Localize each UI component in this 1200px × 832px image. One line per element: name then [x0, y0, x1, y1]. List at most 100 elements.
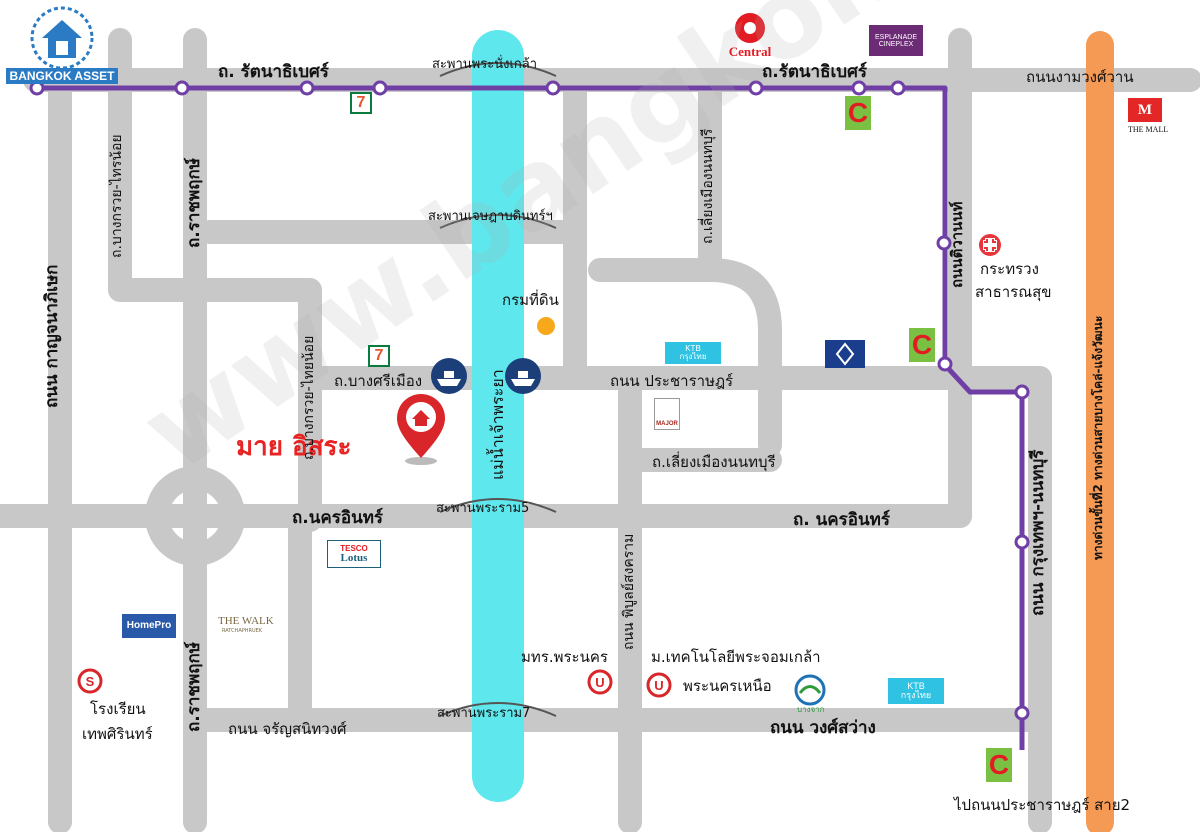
- label-to-prachaorat-2: ไปถนนประชาราษฎร์ สาย2: [954, 796, 1131, 814]
- central-logo: Central: [728, 43, 772, 59]
- label-bridge-rama5: สะพานพระราม5: [436, 501, 530, 516]
- label-liang-mueang-north: ถ.เลี่ยงเมืองนนทบุรี: [700, 128, 716, 244]
- tesco-lotus-logo: TESCO Lotus: [327, 540, 381, 568]
- school-icon: [77, 668, 103, 694]
- station-9: [936, 235, 952, 251]
- bangkok-asset-brand: BANGKOK ASSET: [6, 68, 118, 84]
- esplanade-logo-line2: CINEPLEX: [878, 40, 914, 48]
- station-6: [748, 80, 764, 96]
- station-3: [299, 80, 315, 96]
- the-walk-logo: THE WALK: [218, 615, 274, 627]
- esplanade-logo-line1: ESPLANADE: [874, 33, 918, 41]
- the-mall-logo: M: [1128, 98, 1162, 122]
- label-nakhon-in-west: ถ.นครอินทร์: [292, 508, 384, 528]
- ferry-icon-east: [505, 358, 541, 394]
- station-2: [174, 80, 190, 96]
- seven-eleven-logo-top: 7: [350, 92, 372, 114]
- tesco-logo-line2: Lotus: [340, 551, 368, 564]
- bangkok-asset-logo-icon: [30, 6, 94, 70]
- label-tiwanon: ถนนติวานนท์: [948, 201, 966, 288]
- label-ministry-line2: สาธารณสุข: [975, 283, 1052, 301]
- road-liang-mueang-loop: [588, 258, 782, 457]
- project-pin-icon: [397, 394, 445, 465]
- label-wong-sawang: ถนน วงศ์สว่าง: [770, 718, 876, 738]
- label-ratchaphruek-south: ถ.ราชพฤกษ์: [184, 642, 204, 732]
- kmutnb-icon-letter: U: [654, 677, 664, 693]
- ktb-logo-north-line1: KTB: [685, 344, 701, 353]
- label-bang-kruai-sai-noi-2: ถ.บางกรวย-ไทยน้อย: [301, 335, 317, 460]
- bridge-jetsada-arch: [439, 214, 557, 229]
- label-expressway: ทางด่วนขั้นที่2 ทางด่วนสายบางโคล่-แจ้งวั…: [1091, 315, 1105, 560]
- label-rattanathibet-east: ถ.รัตนาธิเบศร์: [762, 62, 867, 82]
- university-icon-kmutnb: [646, 672, 672, 698]
- the-walk-sub: RATCHAPHRUEK: [222, 628, 263, 634]
- station-5: [545, 80, 561, 96]
- big-c-logo-south: C: [986, 748, 1012, 782]
- label-ministry-line1: กระทรวง: [980, 260, 1039, 278]
- label-bang-kruai-sai-noi: ถ.บางกรวย-ไทรน้อย: [109, 134, 125, 258]
- station-10: [937, 356, 953, 372]
- big-c-logo-tiwanon: C: [909, 328, 935, 362]
- ktb-logo-south: KTB กรุงไทย: [888, 678, 944, 704]
- big-c-logo-top: C: [845, 96, 871, 130]
- ktb-logo-south-line2: กรุงไทย: [900, 690, 932, 700]
- ktb-logo-north-line2: กรุงไทย: [679, 352, 707, 361]
- ktb-logo-south-line1: KTB: [907, 681, 925, 691]
- label-rmutp: มทร.พระนคร: [521, 648, 608, 666]
- label-prachaorat: ถนน ประชาราษฎร์: [610, 372, 734, 390]
- road-bang-kruai-sai-noi: [108, 28, 322, 532]
- label-kmutnb-line2: พระนครเหนือ: [683, 677, 772, 695]
- project-name: มาย อิสระ: [236, 432, 352, 462]
- label-kanchanaphisek: ถนน กาญจนาภิเษก: [42, 264, 62, 408]
- label-ratchaphruek-north: ถ.ราชพฤกษ์: [184, 158, 204, 248]
- ferry-icon-west: [431, 358, 467, 394]
- bangchak-logo-label: บางจาก: [797, 705, 825, 714]
- esplanade-logo: ESPLANADE CINEPLEX: [869, 25, 923, 56]
- label-krungthep-nonthaburi: ถนน กรุงเทพฯ-นนทบุรี: [1028, 449, 1048, 616]
- station-13: [1014, 705, 1030, 721]
- label-school-line1: โรงเรียน: [90, 700, 146, 718]
- label-chao-phraya-river: แม่น้ำเจ้าพระยา: [488, 369, 507, 480]
- label-school-line2: เทพศิรินทร์: [82, 725, 153, 743]
- rmutp-icon-letter: U: [595, 674, 605, 690]
- chao-phraya-river: [472, 30, 524, 802]
- label-bridge-jetsada: สะพานเจษฎาบดินทร์ฯ: [428, 209, 553, 224]
- label-bridge-pinklao: สะพานพระนั่งเกล้า: [432, 57, 538, 72]
- label-liang-mueang-south: ถ.เลี่ยงเมืองนนทบุรี: [652, 453, 776, 471]
- label-ngamwongwan: ถนนงามวงศ์วาน: [1026, 68, 1134, 86]
- label-bridge-rama7: สะพานพระราม7: [437, 706, 531, 721]
- ktb-logo-north: KTB กรุงไทย: [665, 342, 721, 364]
- purple-line: [35, 85, 1025, 750]
- station-4: [372, 80, 388, 96]
- road-krungthep-nonthaburi: [933, 366, 1052, 832]
- bangchak-icon: [794, 674, 826, 706]
- bangkok-bank-icon: [825, 340, 865, 368]
- homepro-logo: HomePro: [122, 614, 176, 638]
- ministry-health-icon: [979, 234, 1001, 256]
- seven-eleven-logo-mid: 7: [368, 345, 390, 367]
- label-phibun-songkhram: ถนน พิบูลย์สงคราม: [621, 533, 637, 650]
- station-8: [890, 80, 906, 96]
- the-mall-label: THE MALL: [1128, 125, 1169, 134]
- school-icon-letter: S: [85, 673, 95, 689]
- land-dept-dot: [537, 317, 555, 335]
- label-charansanitwong: ถนน จรัญสนิทวงศ์: [228, 720, 347, 738]
- bridge-rama5-arch: [439, 498, 557, 513]
- bridge-pinklao-arch: [439, 62, 557, 77]
- tesco-logo-line1: TESCO: [340, 543, 368, 553]
- station-11: [1014, 384, 1030, 400]
- label-nakhon-in-east: ถ. นครอินทร์: [793, 510, 890, 530]
- major-cineplex-logo: MAJOR: [654, 398, 680, 430]
- label-bang-si-mueang: ถ.บางศรีเมือง: [334, 372, 423, 390]
- station-12: [1014, 534, 1030, 550]
- station-7: [851, 80, 867, 96]
- university-icon-rmutp: [587, 669, 613, 695]
- label-land-dept: กรมที่ดิน: [502, 291, 559, 309]
- central-logo-icon: [735, 13, 765, 43]
- label-rattanathibet-west: ถ. รัตนาธิเบศร์: [218, 62, 329, 82]
- label-kmutnb-line1: ม.เทคโนโลยีพระจอมเกล้า: [651, 648, 821, 666]
- roundabout: [145, 466, 245, 566]
- bridge-rama7-arch: [439, 702, 557, 717]
